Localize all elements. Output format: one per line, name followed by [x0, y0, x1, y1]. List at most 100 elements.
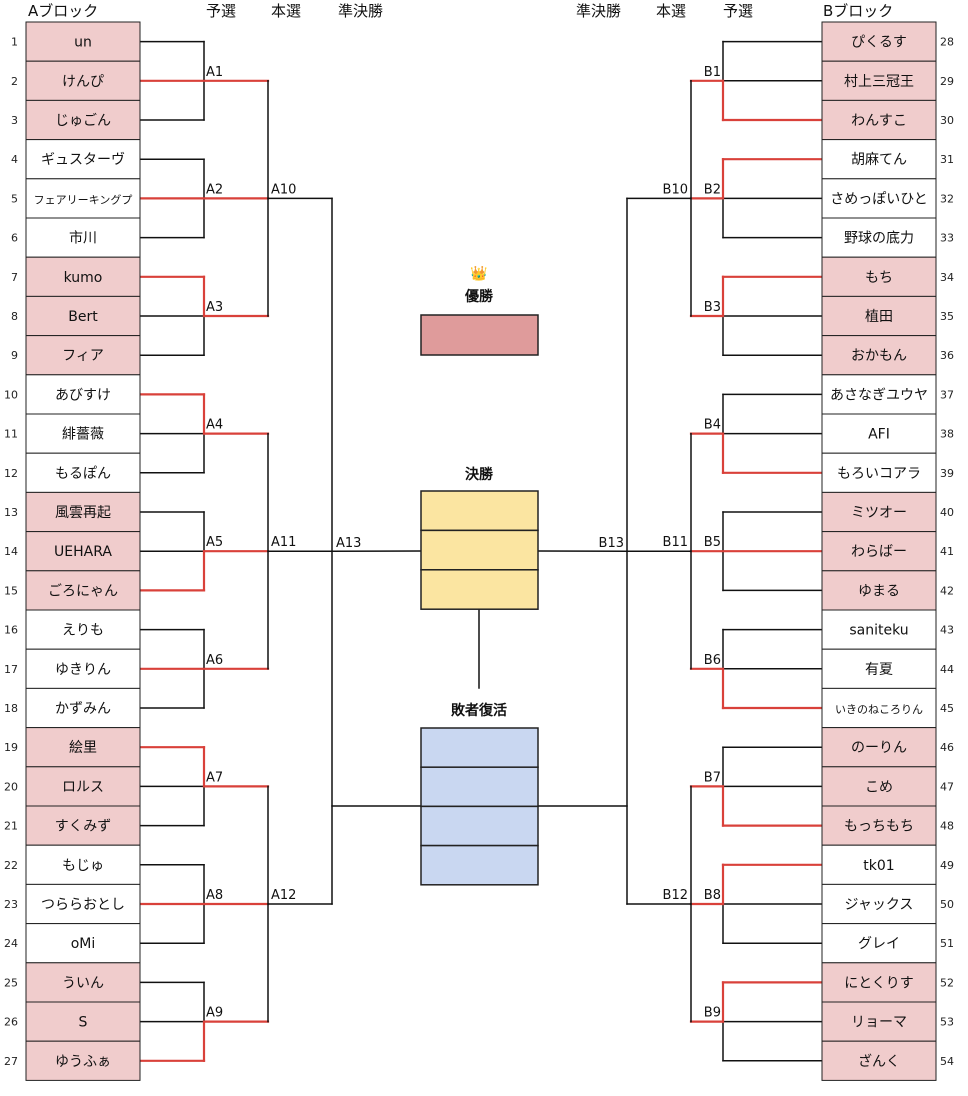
- seed-number: 21: [4, 820, 18, 833]
- match-label: B4: [704, 418, 721, 433]
- match-label: B2: [704, 182, 721, 197]
- seed-number: 31: [940, 153, 954, 166]
- player-cell: [821, 805, 937, 846]
- player-cell: [25, 531, 141, 572]
- seed-number: 41: [940, 545, 954, 558]
- player-name: ジャックス: [845, 897, 914, 913]
- repechage-slot: [420, 727, 539, 768]
- seed-number: 37: [940, 388, 954, 401]
- seed-number: 27: [4, 1055, 18, 1068]
- seed-number: 42: [940, 584, 954, 597]
- player-cell: [25, 491, 141, 533]
- player-cell: [821, 883, 937, 925]
- header-left-main: 本選: [271, 2, 301, 20]
- player-cell: [25, 178, 141, 219]
- player-name: ギュスターヴ: [41, 151, 125, 168]
- player-name: もち: [865, 270, 893, 286]
- player-cell: [25, 217, 141, 258]
- player-name: ゆうふぁ: [55, 1054, 111, 1070]
- seed-number: 9: [11, 349, 18, 362]
- header-right-main: 本選: [656, 2, 686, 20]
- player-cell: [821, 413, 937, 454]
- player-name: いきのねころりん: [835, 703, 923, 716]
- player-name: oMi: [71, 936, 96, 952]
- player-cell: [821, 844, 937, 885]
- player-name: こめ: [865, 779, 893, 795]
- match-label: A13: [336, 536, 361, 551]
- match-label: A9: [206, 1006, 223, 1021]
- seed-number: 5: [11, 192, 18, 205]
- seed-number: 6: [11, 232, 18, 245]
- seed-number: 44: [940, 663, 954, 676]
- seed-number: 8: [11, 310, 18, 323]
- seed-number: 47: [940, 780, 954, 793]
- seed-number: 51: [940, 937, 954, 950]
- final-slot: [420, 529, 539, 571]
- seed-number: 30: [940, 114, 954, 127]
- header-left-qualifier: 予選: [206, 2, 236, 20]
- player-name: 風雲再起: [55, 505, 111, 521]
- player-cell: [25, 727, 141, 768]
- player-name: ゆまる: [858, 583, 900, 599]
- player-cells: un1けんぴ2じゅごん3ギュスターヴ4フェアリーキングプ5市川6kumo7Ber…: [4, 21, 954, 1081]
- seed-number: 7: [11, 271, 18, 284]
- player-cell: [821, 531, 937, 572]
- champion-title: 優勝: [464, 288, 494, 305]
- player-name: リョーマ: [851, 1015, 907, 1031]
- seed-number: 29: [940, 75, 954, 88]
- player-name: ざんく: [858, 1053, 900, 1070]
- player-name: かずみん: [55, 701, 111, 717]
- block-b-header: Bブロック: [823, 2, 893, 20]
- seed-number: 28: [940, 36, 954, 49]
- player-cell: [25, 766, 141, 807]
- player-name: ミツオー: [851, 505, 907, 521]
- match-label: B12: [663, 888, 688, 903]
- match-label: B6: [704, 653, 721, 668]
- player-name: tk01: [863, 858, 894, 874]
- header-left-semifinal: 準決勝: [338, 2, 383, 20]
- seed-number: 17: [4, 663, 18, 676]
- player-name: じゅごん: [55, 113, 111, 129]
- repechage-slot: [420, 805, 539, 847]
- player-cell: [821, 99, 937, 141]
- seed-number: 54: [940, 1055, 954, 1068]
- match-label: B9: [704, 1006, 721, 1021]
- player-name: 市川: [69, 230, 97, 247]
- player-name: もじゅ: [62, 858, 104, 874]
- player-cell: [25, 1040, 141, 1081]
- player-name: 植田: [865, 309, 893, 325]
- seed-number: 34: [940, 271, 954, 284]
- seed-number: 18: [4, 702, 18, 715]
- seed-number: 38: [940, 428, 954, 441]
- seed-number: 48: [940, 820, 954, 833]
- seed-number: 49: [940, 859, 954, 872]
- match-label: B10: [663, 182, 688, 197]
- header-right-qualifier: 予選: [723, 2, 753, 20]
- match-label: A11: [271, 535, 296, 550]
- player-cell: [821, 609, 937, 650]
- seed-number: 19: [4, 741, 18, 754]
- player-cell: [25, 452, 141, 493]
- player-cell: [25, 60, 141, 101]
- player-cell: [821, 335, 937, 376]
- seed-number: 43: [940, 624, 954, 637]
- player-name: わんすこ: [851, 113, 907, 129]
- player-cell: [821, 178, 937, 219]
- player-cell: [821, 766, 937, 807]
- match-label: B11: [663, 535, 688, 550]
- player-name: AFI: [868, 427, 890, 443]
- player-name: すくみず: [55, 819, 112, 835]
- seed-number: 2: [11, 75, 18, 88]
- seed-number: 36: [940, 349, 954, 362]
- match-label: B5: [704, 535, 721, 550]
- player-name: ぴくるす: [851, 35, 907, 51]
- seed-number: 46: [940, 741, 954, 754]
- seed-number: 1: [11, 36, 18, 49]
- match-label: B1: [704, 65, 721, 80]
- center-boxes: [420, 314, 539, 886]
- seed-number: 13: [4, 506, 18, 519]
- player-name: Bert: [68, 309, 98, 325]
- player-cell: [821, 60, 937, 101]
- player-name: にとくりす: [844, 975, 914, 991]
- match-labels: A1A2A3A4A5A6A7A8A9B1B2B3B4B5B6B7B8B9A10A…: [206, 65, 721, 1021]
